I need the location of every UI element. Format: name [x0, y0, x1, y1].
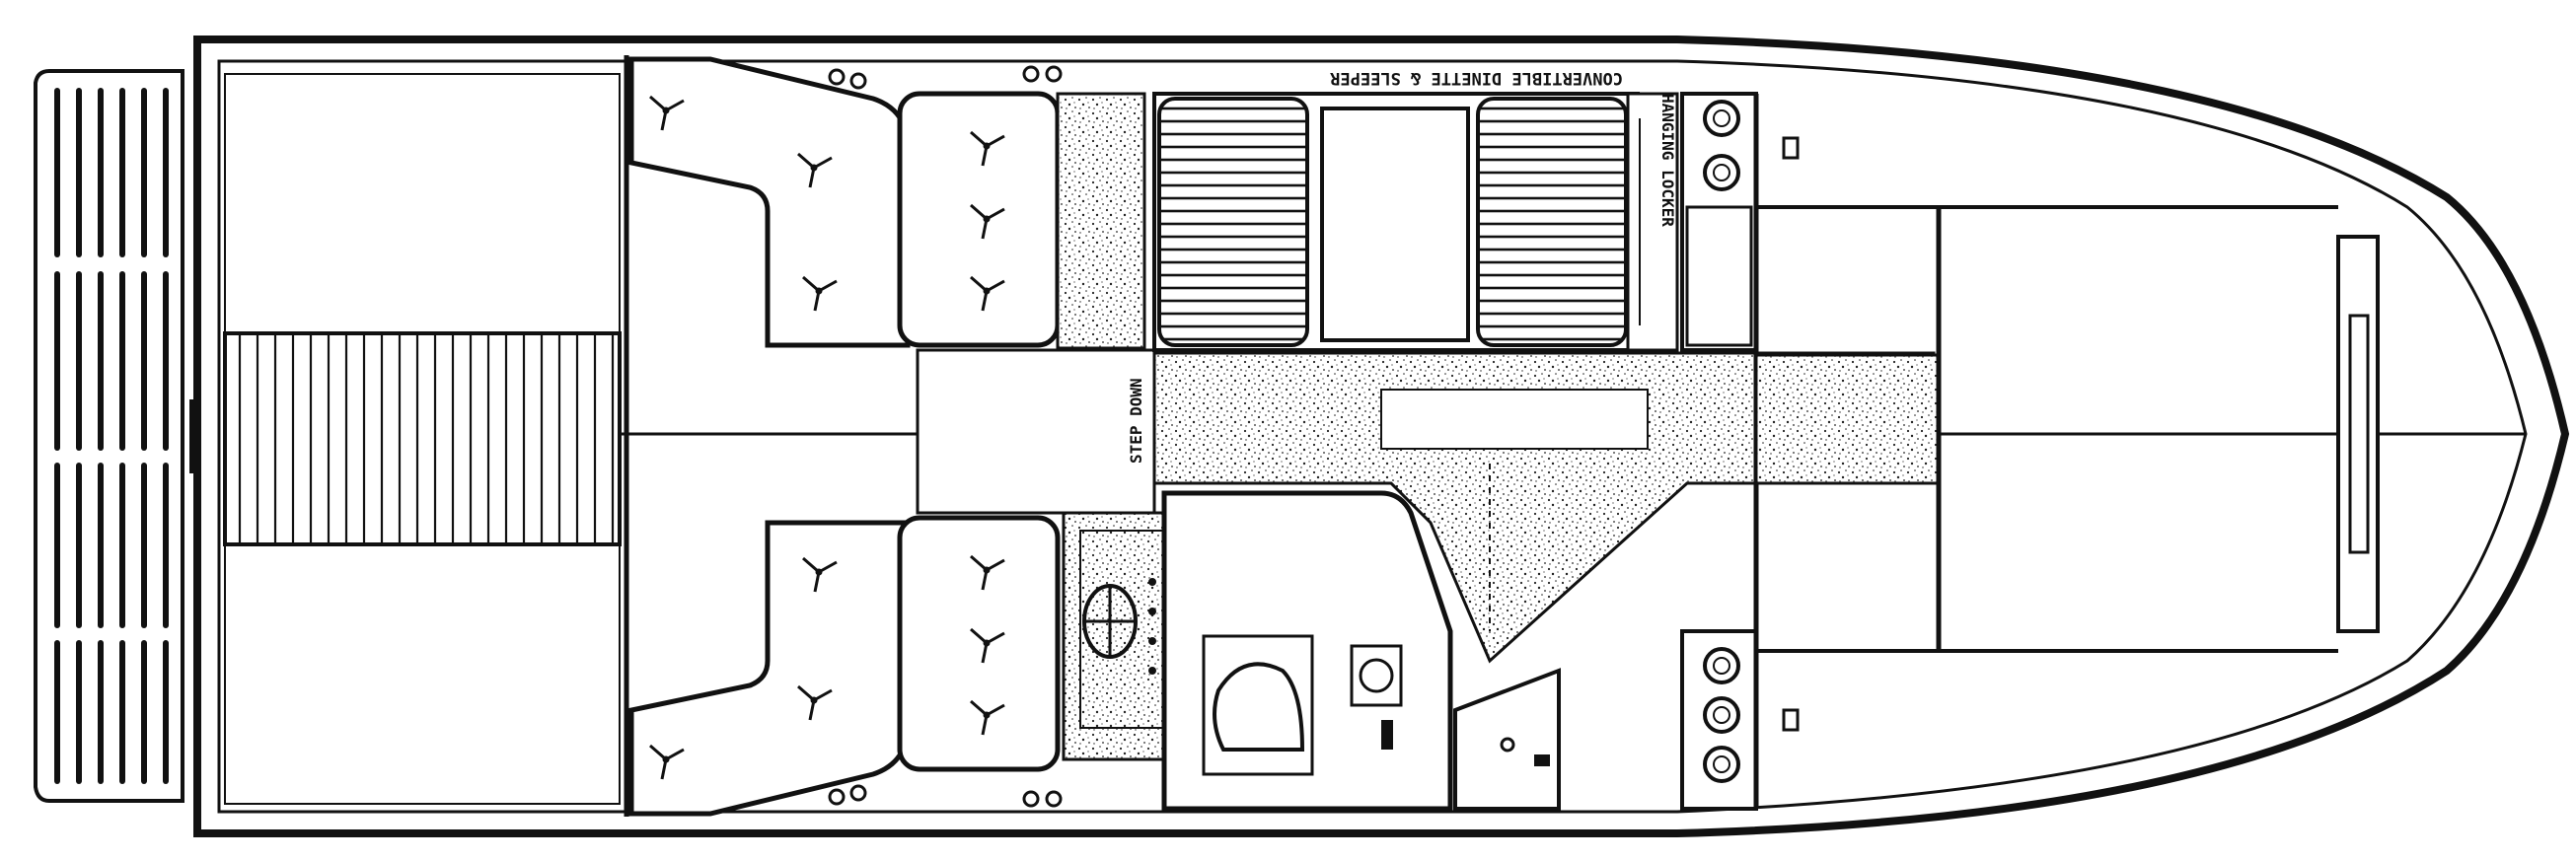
aft-settee-starboard [628, 520, 911, 817]
portlight-starboard [1782, 708, 1800, 732]
aft-settee-port [628, 56, 911, 348]
engine-hatch [223, 331, 622, 546]
platform-slats [54, 88, 169, 784]
helm-seat-starboard [897, 515, 1061, 772]
cockpit [189, 55, 918, 817]
toilet-icon [1213, 662, 1305, 752]
hanging-locker-label: HANGING LOCKER [1658, 94, 1677, 227]
galley-stove [1680, 92, 1758, 352]
swim-platform [34, 69, 184, 803]
sink-icon [1359, 658, 1394, 693]
chain-locker [2336, 235, 2526, 633]
steering-wheel-icon [1082, 584, 1138, 659]
dinette-table [1320, 107, 1470, 342]
step-down-label: STEP DOWN [1127, 378, 1145, 464]
forward-stateroom [1753, 94, 2338, 809]
head-compartment [1161, 490, 1453, 812]
dinette-seat-aft [1157, 97, 1309, 347]
dinette: CONVERTIBLE DINETTE & SLEEPER [1152, 68, 1640, 352]
helm-seat-port [897, 91, 1061, 348]
dinette-label: CONVERTIBLE DINETTE & SLEEPER [1329, 68, 1623, 88]
dinette-seat-fwd [1476, 97, 1628, 347]
hanging-locker: HANGING LOCKER [1626, 92, 1679, 352]
companionway: STEP DOWN [916, 348, 1156, 515]
port-console [1056, 92, 1146, 350]
cup-holders [828, 65, 1063, 808]
salon-floor-hatch [1380, 389, 1649, 450]
portlight-port [1782, 136, 1800, 160]
galley-stove-starboard [1680, 629, 1758, 811]
